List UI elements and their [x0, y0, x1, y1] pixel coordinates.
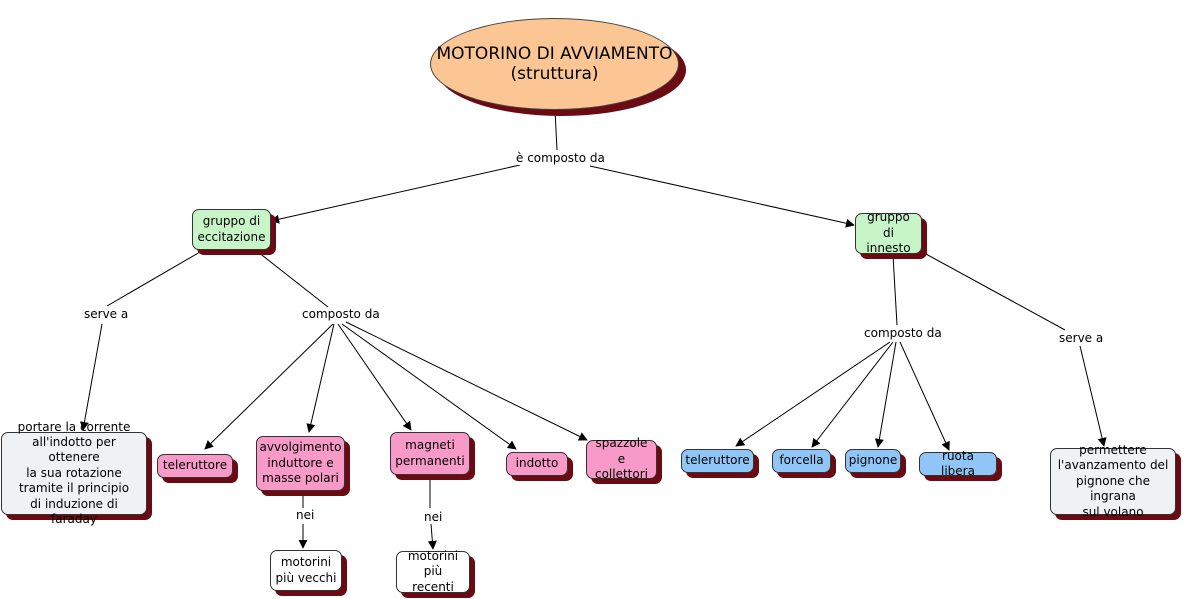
- link-label-composto-right: composto da: [862, 326, 944, 340]
- arrow-to-portare: [79, 323, 103, 431]
- link-label-nei-2: nei: [422, 510, 445, 524]
- node-motorini-vecchi[interactable]: motorini più vecchi: [270, 550, 342, 591]
- arrow-to-permettere: [1079, 345, 1107, 447]
- node-teleruttore-left[interactable]: teleruttore: [157, 454, 233, 478]
- arrow-to-teleruttore-left: [204, 323, 334, 450]
- node-avvolgimento[interactable]: avvolgimento induttore e masse polari: [256, 436, 345, 491]
- arrow-to-forcella: [811, 341, 894, 448]
- arrow-to-gruppo-eccitazione: [270, 164, 521, 224]
- link-label-composed: è composto da: [514, 151, 607, 165]
- link-label-serve-right: serve a: [1057, 331, 1106, 345]
- arrow-to-spazzole: [345, 321, 588, 441]
- title-line-2: (struttura): [510, 64, 599, 84]
- line-eccitazione-serve: [106, 251, 201, 307]
- node-pignone[interactable]: pignone: [845, 449, 901, 473]
- arrow-to-gruppo-innesto: [589, 165, 855, 228]
- link-label-composto-left: composto da: [300, 307, 382, 321]
- arrow-to-magneti: [337, 323, 412, 431]
- arrow-to-pignone: [874, 341, 897, 448]
- node-gruppo-innesto[interactable]: gruppo di innesto: [855, 210, 922, 255]
- title-line-1: MOTORINO DI AVVIAMENTO: [436, 44, 673, 64]
- line-eccitazione-composto: [257, 251, 329, 308]
- node-permettere[interactable]: permettere l'avanzamento del pignone che…: [1050, 443, 1176, 519]
- link-label-serve-left: serve a: [82, 307, 131, 321]
- node-portare-corrente[interactable]: portare la corrente all'indotto per otte…: [1, 420, 147, 526]
- node-forcella[interactable]: forcella: [772, 449, 831, 473]
- node-gruppo-eccitazione[interactable]: gruppo di eccitazione: [192, 209, 271, 250]
- node-motorini-recenti[interactable]: motorini più recenti: [396, 549, 470, 594]
- node-magneti-permanenti[interactable]: magneti permanenti: [390, 432, 470, 475]
- node-spazzole[interactable]: spazzole e collettori: [586, 436, 657, 481]
- node-ruota-libera[interactable]: ruota libera: [919, 449, 997, 478]
- arrow-to-indotto: [341, 323, 517, 450]
- link-label-nei-1: nei: [294, 508, 317, 522]
- title-ellipse[interactable]: MOTORINO DI AVVIAMENTO (struttura): [430, 18, 679, 110]
- node-teleruttore-right[interactable]: teleruttore: [681, 449, 754, 473]
- arrow-to-ruota-libera: [899, 341, 950, 451]
- arrow-to-motorini-recenti: [427, 523, 437, 550]
- line-innesto-composto: [892, 254, 898, 326]
- line-innesto-serve: [925, 253, 1066, 331]
- line-title-to-composed: [554, 109, 558, 151]
- node-indotto[interactable]: indotto: [506, 452, 568, 476]
- arrow-to-avvolgimento: [306, 323, 335, 433]
- arrow-to-teleruttore-right: [735, 341, 891, 447]
